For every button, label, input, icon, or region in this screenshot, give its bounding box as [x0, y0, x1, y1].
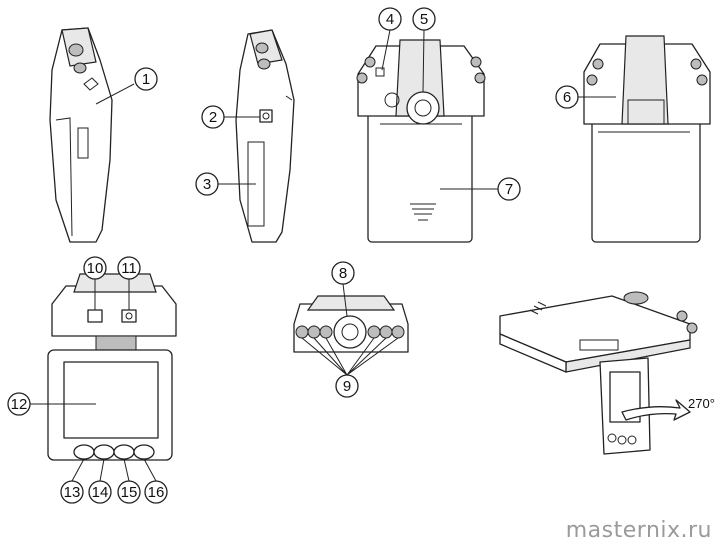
- callout-13: 13: [60, 458, 85, 504]
- callout-4: 4: [378, 7, 402, 71]
- rotation-label: 270°: [688, 396, 715, 411]
- side-view-right: [235, 29, 295, 243]
- svg-text:9: 9: [343, 378, 351, 395]
- callout-3: 3: [195, 172, 256, 196]
- callout-9: 9: [301, 337, 399, 398]
- back-view-screen-closed: [583, 35, 711, 243]
- svg-text:16: 16: [148, 484, 165, 501]
- callout-6: 6: [555, 85, 616, 109]
- back-view: [356, 39, 486, 243]
- callout-14: 14: [88, 458, 112, 504]
- callout-12: 12: [7, 392, 96, 416]
- callout-5: 5: [412, 7, 436, 93]
- svg-text:14: 14: [92, 484, 109, 501]
- callout-7: 7: [440, 177, 521, 201]
- callout-8: 8: [331, 261, 355, 317]
- svg-text:2: 2: [209, 109, 217, 126]
- svg-text:11: 11: [121, 260, 137, 277]
- svg-text:3: 3: [203, 176, 211, 193]
- svg-text:7: 7: [505, 181, 513, 198]
- callout-2: 2: [201, 105, 260, 129]
- svg-text:15: 15: [121, 484, 138, 501]
- svg-text:6: 6: [563, 89, 571, 106]
- callout-1: 1: [95, 67, 158, 105]
- svg-text:8: 8: [339, 265, 347, 282]
- side-view-left: [49, 27, 113, 243]
- svg-text:10: 10: [87, 260, 104, 277]
- callout-15: 15: [117, 458, 141, 504]
- svg-text:13: 13: [64, 484, 81, 501]
- screen-view: [47, 273, 177, 461]
- svg-text:1: 1: [142, 71, 150, 88]
- callout-11: 11: [117, 256, 141, 310]
- svg-text:4: 4: [386, 11, 394, 28]
- svg-text:12: 12: [11, 396, 28, 413]
- watermark: masternix.ru: [565, 518, 712, 543]
- front-lens-view: [293, 295, 409, 353]
- perspective-view: [499, 291, 698, 455]
- svg-text:5: 5: [420, 11, 428, 28]
- callout-16: 16: [143, 458, 168, 504]
- callout-10: 10: [83, 256, 107, 310]
